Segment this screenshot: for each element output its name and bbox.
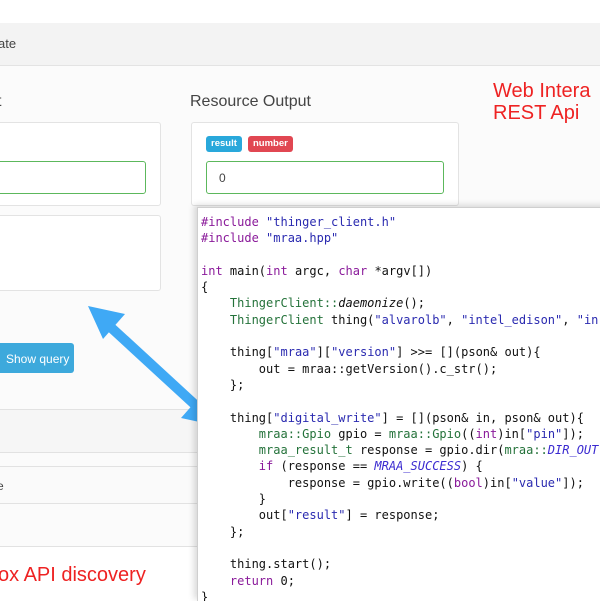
resource-input-title: t	[0, 93, 1, 111]
show-query-label: Show query	[6, 352, 70, 366]
web-interface-annotation: Web Intera REST Api	[493, 80, 590, 124]
resource-output-field[interactable]: 0	[206, 161, 444, 194]
code-snippet-panel: #include "thinger_client.h" #include "mr…	[197, 207, 600, 601]
resource-input-card-2	[0, 215, 161, 291]
annotation-line-1: Web Intera	[493, 80, 591, 102]
list-strip-text: e	[0, 479, 4, 493]
panel-header: ate	[0, 23, 600, 66]
resource-output-value: 0	[219, 171, 226, 185]
result-badge: result	[206, 136, 242, 152]
panel-header-title: ate	[0, 36, 17, 51]
annotation-line-2: REST Api	[493, 102, 580, 124]
resource-input-field[interactable]	[0, 161, 146, 194]
resource-output-title: Resource Output	[190, 93, 311, 110]
show-query-button[interactable]: Show query	[0, 343, 74, 373]
number-badge: number	[248, 136, 293, 152]
api-discovery-annotation: ox API discovery	[0, 564, 146, 586]
code-snippet: #include "thinger_client.h" #include "mr…	[201, 215, 599, 601]
